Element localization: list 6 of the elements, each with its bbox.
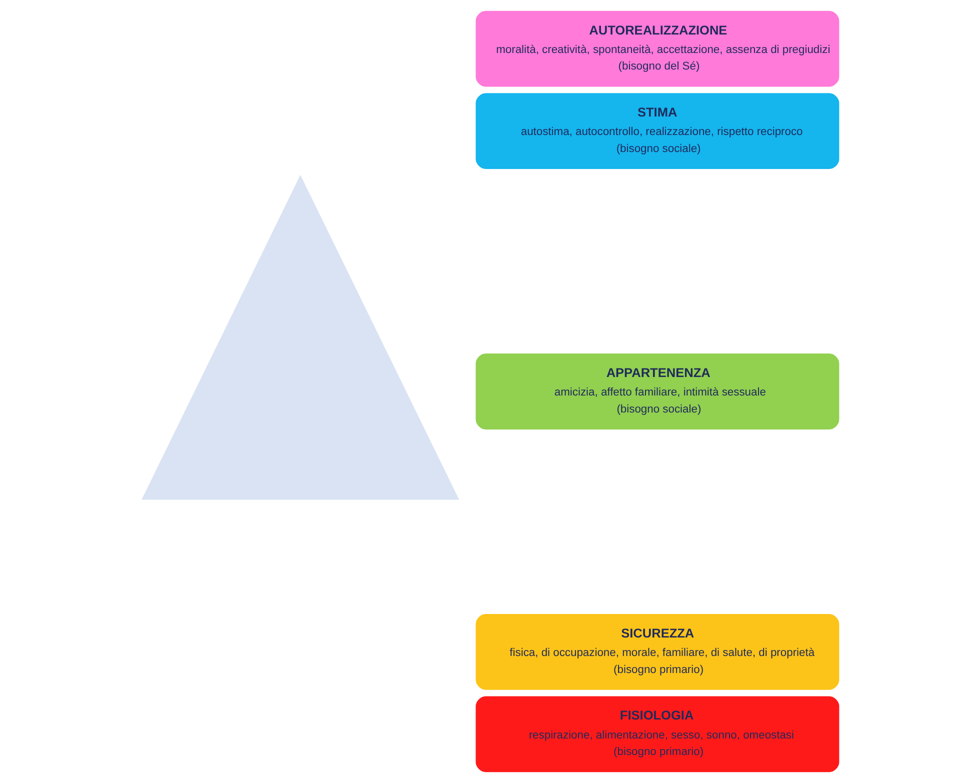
node-box: AUTOREALIZZAZIONE moralità, creatività, spontaneità, accettazione, assenza di pregiudizi (bisogno del Sé) — [475, 10, 839, 87]
node-box: FISIOLOGIA respirazione, alimentazione, sesso, sonno, omeostasi (bisogno primario) — [475, 696, 839, 772]
node-box: STIMA autostima, autocontrollo, realizzazione, rispetto reciproco (bisogno sociale) — [475, 93, 839, 170]
node-box: APPARTENENZA amicizia, affetto familiare, intimità sessuale (bisogno sociale) — [475, 354, 839, 430]
node-box: SICUREZZA fisica, di occupazione, morale, familiare, di salute, di proprietà (bisogno primario) — [475, 614, 839, 690]
node-triangle — [141, 174, 459, 500]
